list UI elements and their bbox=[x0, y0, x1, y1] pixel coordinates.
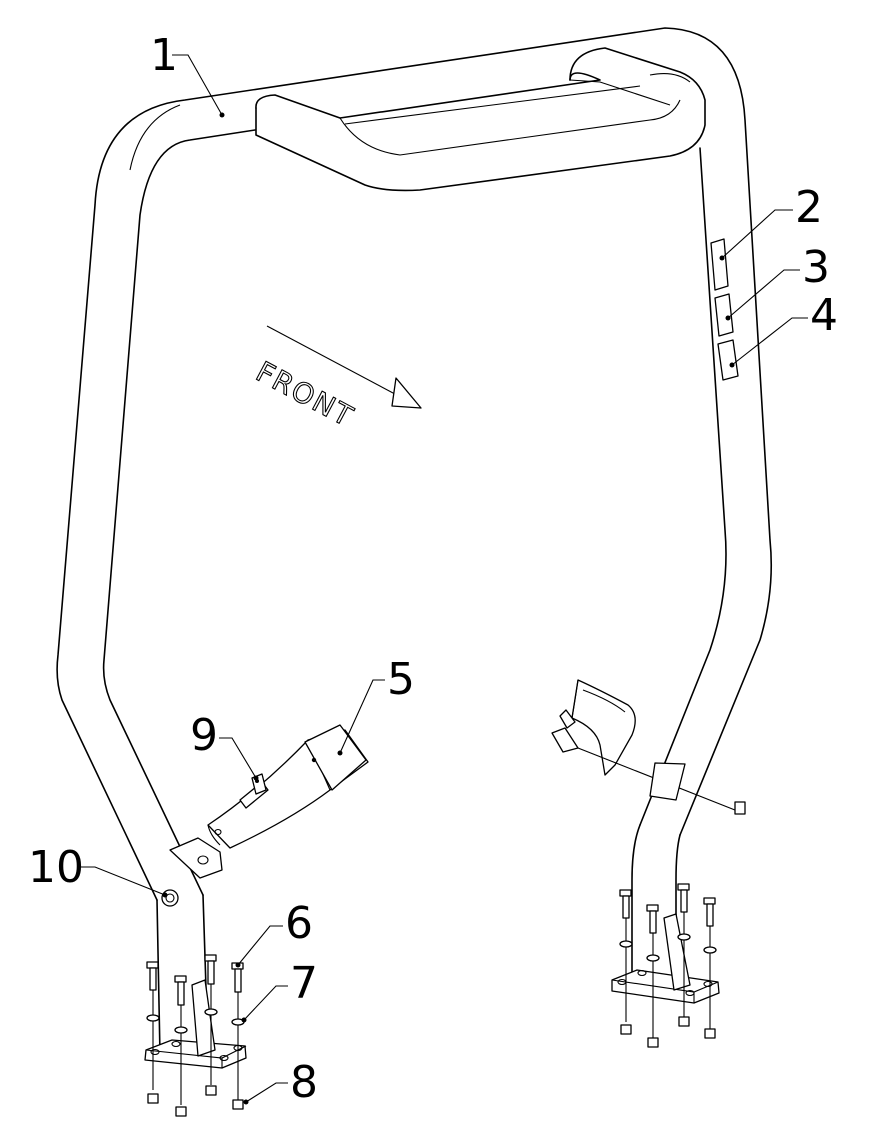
callout-10: 10 bbox=[28, 842, 84, 893]
roll-bar-top-handle bbox=[129, 47, 706, 192]
callout-3: 3 bbox=[802, 242, 830, 293]
callout-4: 4 bbox=[810, 290, 838, 341]
callout-leaders bbox=[80, 54, 808, 1105]
decal-plate-2 bbox=[710, 238, 729, 291]
right-base-plate bbox=[611, 913, 720, 1004]
left-washer-7 bbox=[146, 1008, 245, 1034]
decal-plate-4 bbox=[717, 339, 739, 381]
callout-numbers: 1 2 3 4 5 6 7 8 9 10 bbox=[28, 30, 838, 1108]
right-mount-bracket bbox=[551, 679, 746, 815]
callout-7: 7 bbox=[290, 958, 318, 1009]
roll-bar-frame bbox=[56, 27, 773, 1056]
callout-9: 9 bbox=[190, 710, 218, 761]
right-bolt-set bbox=[619, 883, 717, 1048]
left-bolt-6 bbox=[146, 954, 244, 1105]
left-nut-8 bbox=[147, 1085, 244, 1117]
callout-6: 6 bbox=[285, 898, 313, 949]
left-mount-bracket bbox=[169, 724, 369, 879]
nut-10 bbox=[161, 889, 179, 907]
front-direction-indicator: FRONT bbox=[250, 325, 422, 434]
callout-1: 1 bbox=[150, 30, 178, 81]
left-base-plate bbox=[144, 979, 247, 1069]
callout-2: 2 bbox=[795, 182, 823, 233]
callout-5: 5 bbox=[387, 654, 415, 705]
decal-plate-3 bbox=[714, 293, 734, 337]
callout-8: 8 bbox=[290, 1057, 318, 1108]
